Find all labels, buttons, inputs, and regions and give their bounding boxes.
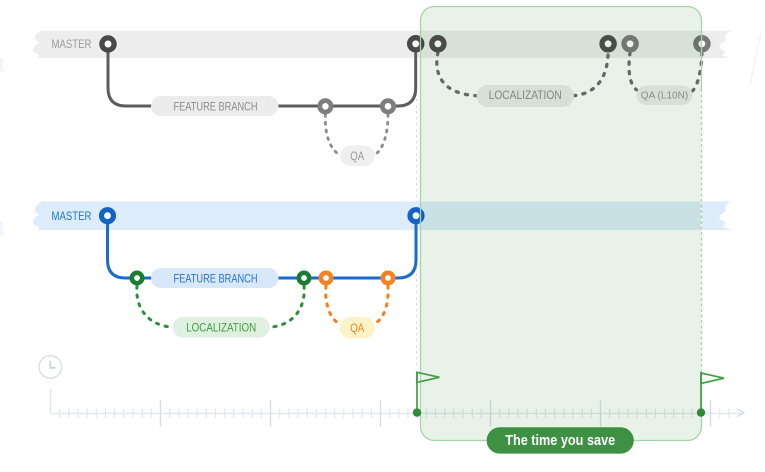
svg-text:FEATURE BRANCH: FEATURE BRANCH: [174, 272, 258, 286]
svg-text:FEATURE BRANCH: FEATURE BRANCH: [174, 100, 258, 114]
svg-text:MASTER: MASTER: [52, 37, 92, 51]
svg-text:QA: QA: [350, 321, 364, 335]
svg-text:LOCALIZATION: LOCALIZATION: [186, 321, 256, 335]
svg-text:MASTER: MASTER: [52, 209, 92, 223]
svg-text:The time you save: The time you save: [505, 433, 615, 449]
svg-text:QA: QA: [350, 149, 364, 163]
